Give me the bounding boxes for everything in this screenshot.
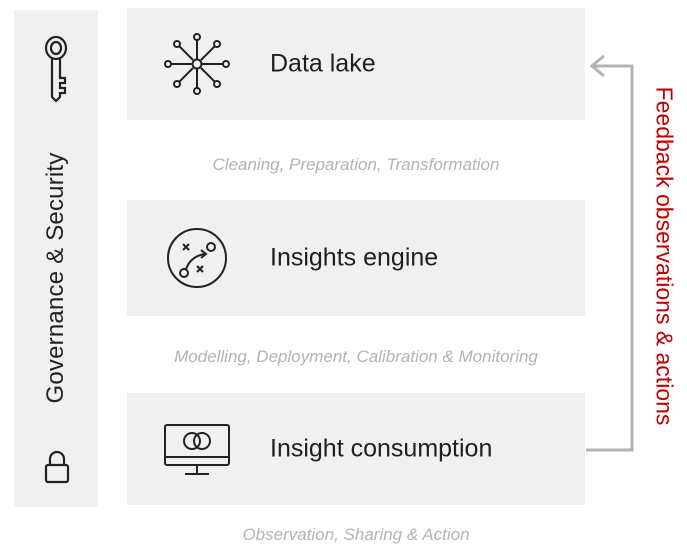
lock-icon	[44, 450, 70, 484]
insights-engine-box: Insights engine	[127, 200, 585, 316]
governance-security-panel: Governance & Security	[14, 10, 98, 507]
insight-consumption-label: Insight consumption	[270, 434, 493, 463]
monitor-icon	[164, 424, 230, 475]
governance-security-label: Governance & Security	[42, 152, 69, 404]
insights-engine-label: Insights engine	[270, 243, 439, 272]
step-modelling-label: Modelling, Deployment, Calibration & Mon…	[174, 347, 538, 366]
network-hub-icon	[164, 33, 230, 95]
step-cleaning-label: Cleaning, Preparation, Transformation	[212, 155, 500, 174]
strategy-play-icon	[167, 228, 227, 288]
data-lake-label: Data lake	[270, 49, 376, 78]
data-lake-box: Data lake	[127, 8, 585, 120]
feedback-label: Feedback observations & actions	[651, 86, 678, 426]
key-icon	[44, 35, 68, 103]
insight-consumption-box: Insight consumption	[127, 393, 585, 505]
feedback-arrow	[586, 54, 634, 452]
step-observation-label: Observation, Sharing & Action	[242, 525, 470, 544]
